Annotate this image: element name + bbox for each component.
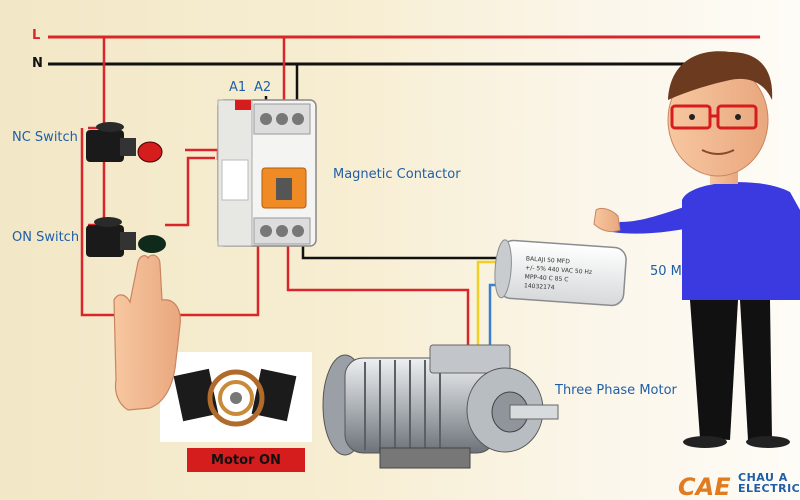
neutral-label: N (32, 56, 43, 71)
pointing-hand (113, 254, 181, 411)
motor-label: Three Phase Motor (555, 383, 677, 398)
contactor-label: Magnetic Contactor (333, 167, 461, 182)
logo-text: CHAU A ELECTRIC (738, 472, 800, 494)
motor-on-badge: Motor ON (187, 448, 305, 472)
capacitor-print-2: MPP-40 C 85 C (524, 273, 568, 283)
nc-switch-label: NC Switch (12, 130, 78, 145)
motor-running-inset (160, 352, 312, 442)
three-phase-motor (322, 344, 559, 469)
presenter-character (593, 51, 800, 448)
a2-label: A2 (254, 80, 272, 95)
chau-a-logo: CAE (678, 473, 731, 500)
on-switch-label: ON Switch (12, 230, 80, 245)
capacitor-print-1: +/- 5% 440 VAC 50 Hz (525, 264, 592, 276)
logo-line-1: CHAU A (738, 471, 788, 484)
capacitor-print-0: BALAJI 50 MFD (526, 255, 571, 265)
nc-switch[interactable] (86, 122, 163, 163)
capacitor-label-partial: 50 M (650, 264, 682, 279)
magnetic-contactor (217, 99, 317, 247)
capacitor-lead-yellow (476, 260, 500, 345)
line-label: L (32, 28, 41, 43)
on-switch[interactable] (86, 217, 166, 257)
logo-line-2: ELECTRIC (738, 482, 800, 495)
capacitor-print-3: 14032174 (524, 282, 555, 291)
logo-mark: CAE (678, 473, 731, 500)
a1-label: A1 (229, 80, 247, 95)
capacitor: BALAJI 50 MFD +/- 5% 440 VAC 50 Hz MPP-4… (494, 239, 627, 307)
